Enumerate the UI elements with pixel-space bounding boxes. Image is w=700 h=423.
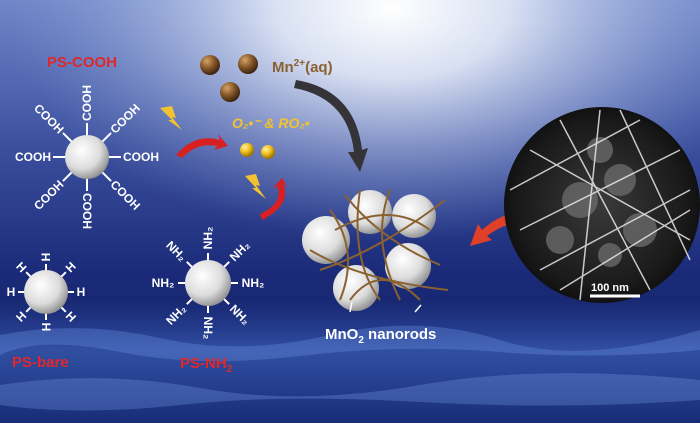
functional-group-label: COOH: [80, 85, 94, 121]
mno2-nanorods: [309, 189, 449, 301]
scale-bar-label: 100 nm: [591, 282, 629, 294]
mno2-label: MnO2 nanorods: [325, 326, 436, 346]
functional-group-label: H: [77, 285, 86, 299]
sem-image: 100 nm: [504, 107, 700, 303]
bond-line: [62, 132, 74, 144]
radicals-label: O₂•⁻ & RO₂•: [232, 115, 310, 131]
functional-group-label: NH₂: [201, 227, 215, 250]
functional-group-label: NH₂: [152, 276, 175, 290]
radical-particle: [240, 143, 254, 157]
mn-ion-label: Mn2+(aq): [272, 58, 333, 76]
red-arrow-icon: [260, 178, 288, 220]
polystyrene-sphere: [24, 270, 68, 314]
functional-group-label: COOH: [80, 193, 94, 229]
functional-group-label: H: [39, 253, 53, 262]
bond-line: [100, 170, 112, 182]
mn-ions: [200, 54, 258, 102]
functional-group-label: H: [7, 285, 16, 299]
polystyrene-sphere: [65, 135, 109, 179]
functional-group-label: NH₂: [242, 276, 265, 290]
red-arrow-icon: [176, 134, 228, 158]
ps-cooh-label: PS-COOH: [47, 54, 117, 71]
functional-group-label: COOH: [15, 150, 51, 164]
mn-ion: [200, 55, 220, 75]
dark-arrow-icon: [294, 80, 368, 172]
bond-line: [100, 132, 112, 144]
functional-group-label: COOH: [123, 150, 159, 164]
water-waves: [0, 300, 700, 423]
lightning-icon: [160, 106, 182, 130]
functional-group-label: H: [39, 323, 53, 332]
ps-nh2-label: PS-NH2: [180, 355, 233, 375]
mn-ion: [238, 54, 258, 74]
bond-line: [62, 170, 74, 182]
lightning-icon: [245, 174, 266, 199]
polystyrene-sphere: [185, 260, 231, 306]
functional-group-label: NH₂: [201, 317, 215, 340]
radical-particle: [261, 145, 275, 159]
mno2-cluster: [302, 189, 449, 313]
mn-ion: [220, 82, 240, 102]
ps-bare-label: PS-bare: [12, 354, 69, 371]
